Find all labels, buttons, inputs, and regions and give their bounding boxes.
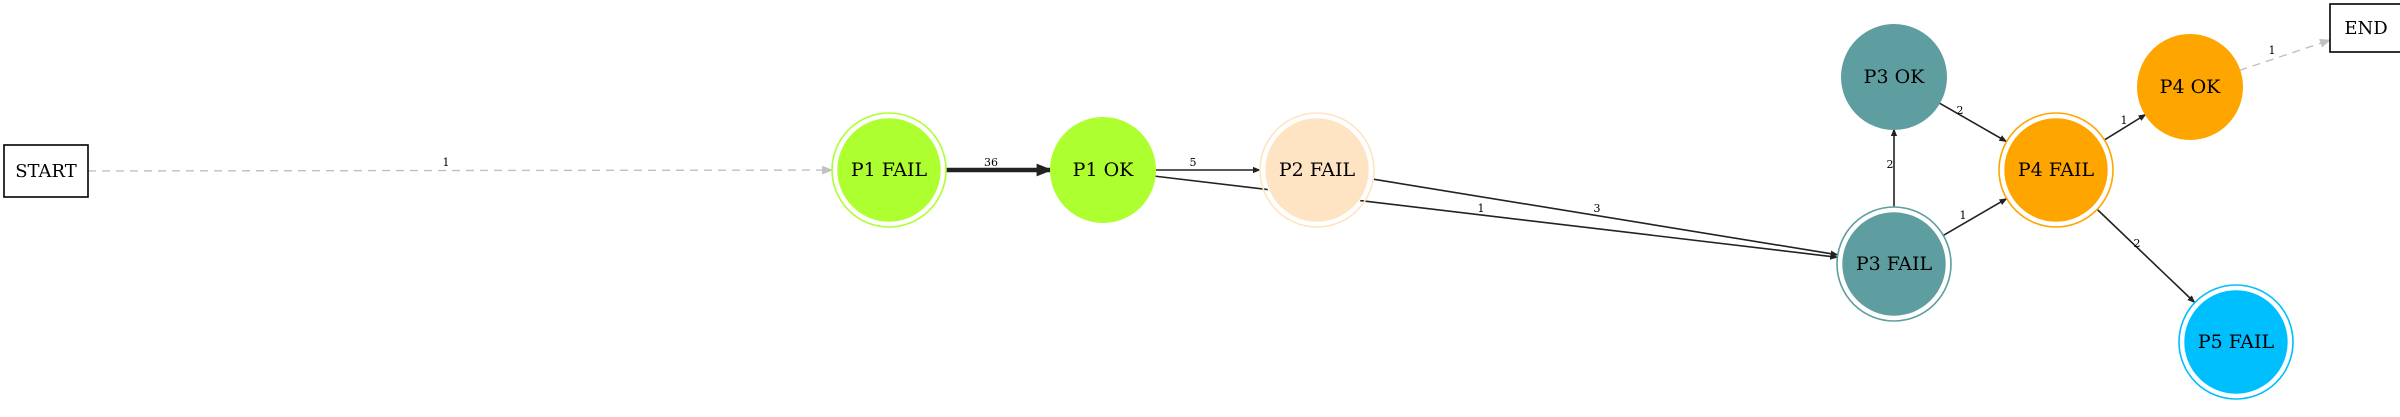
edge-label: 1 bbox=[443, 156, 450, 169]
edge-label: 1 bbox=[2269, 44, 2276, 57]
node-outer-ring bbox=[1259, 112, 1375, 228]
node-circle bbox=[1050, 117, 1156, 223]
node-inner-ring bbox=[2004, 118, 2108, 222]
edge-label: 2 bbox=[1887, 158, 1894, 171]
node-inner-ring bbox=[2184, 290, 2288, 394]
node-label: P1 OK bbox=[1073, 159, 1134, 181]
edge-line bbox=[1938, 102, 2008, 143]
edge-line bbox=[1942, 197, 2008, 237]
nodes-layer: START END P1 FAIL P1 OK P2 FAIL P3 OK P3 FAIL P… bbox=[3, 3, 2400, 400]
node-label: START bbox=[15, 161, 77, 182]
node-p1ok[interactable]: P1 OK bbox=[1050, 117, 1156, 223]
edge-line bbox=[1373, 178, 1839, 257]
node-inner-ring bbox=[1842, 212, 1946, 316]
edge-p1ok-to-p3fail: 1 bbox=[1154, 175, 1839, 260]
node-circle bbox=[1264, 117, 1370, 223]
edges-layer: 1 36 5 1 3 2 1 2 1 2 1 bbox=[87, 39, 2332, 304]
node-p3fail[interactable]: P3 FAIL bbox=[1836, 206, 1952, 322]
node-box bbox=[2329, 3, 2400, 53]
edge-label: 36 bbox=[984, 156, 998, 169]
node-label: P2 FAIL bbox=[1279, 159, 1356, 181]
node-p2fail[interactable]: P2 FAIL bbox=[1259, 112, 1375, 228]
edge-label: 3 bbox=[1594, 202, 1601, 215]
node-circle bbox=[1841, 24, 1947, 130]
edge-label: 5 bbox=[1190, 156, 1197, 169]
node-label: P5 FAIL bbox=[2198, 331, 2275, 353]
edge-label: 2 bbox=[1957, 104, 1964, 117]
node-outer-ring bbox=[2178, 284, 2294, 400]
edge-start-to-p1fail: 1 bbox=[87, 156, 834, 175]
edge-line bbox=[2104, 113, 2147, 141]
node-label: P4 OK bbox=[2160, 76, 2221, 98]
edge-line bbox=[1154, 175, 1839, 260]
edge-label: 1 bbox=[1960, 209, 1967, 222]
edge-p3fail-to-p4fail: 1 bbox=[1942, 197, 2008, 237]
edge-label: 2 bbox=[2134, 237, 2141, 250]
node-outer-ring bbox=[831, 112, 947, 228]
edge-p4ok-to-end: 1 bbox=[2239, 39, 2332, 72]
node-label: P1 FAIL bbox=[851, 159, 928, 181]
node-end[interactable]: END bbox=[2329, 3, 2400, 53]
node-label: P3 OK bbox=[1864, 66, 1925, 88]
node-p1fail[interactable]: P1 FAIL bbox=[831, 112, 947, 228]
node-p3ok[interactable]: P3 OK bbox=[1841, 24, 1947, 130]
node-circle bbox=[2137, 34, 2243, 140]
node-p5fail[interactable]: P5 FAIL bbox=[2178, 284, 2294, 400]
node-circle bbox=[1841, 211, 1947, 317]
node-p4ok[interactable]: P4 OK bbox=[2137, 34, 2243, 140]
edge-p4fail-to-p5fail: 2 bbox=[2096, 208, 2196, 304]
edge-line bbox=[2239, 39, 2332, 72]
edge-p3fail-to-p3ok: 2 bbox=[1887, 128, 1898, 207]
node-circle bbox=[2183, 289, 2289, 395]
edge-label: 1 bbox=[2121, 114, 2128, 127]
node-circle bbox=[2003, 117, 2109, 223]
node-inner-ring bbox=[837, 118, 941, 222]
edge-p1ok-to-p2fail: 5 bbox=[1155, 156, 1261, 174]
edge-p3ok-to-p4fail: 2 bbox=[1938, 102, 2008, 143]
node-circle bbox=[836, 117, 942, 223]
edge-line bbox=[87, 165, 834, 175]
edge-p4fail-to-p4ok: 1 bbox=[2104, 113, 2147, 141]
node-p4fail[interactable]: P4 FAIL bbox=[1998, 112, 2114, 228]
node-outer-ring bbox=[1998, 112, 2114, 228]
edge-line bbox=[2096, 208, 2196, 304]
edge-p1fail-to-p1ok: 36 bbox=[946, 156, 1053, 177]
node-start[interactable]: START bbox=[3, 144, 89, 198]
edge-p2fail-to-p3fail: 3 bbox=[1373, 178, 1839, 257]
edge-label: 1 bbox=[1478, 202, 1485, 215]
node-box bbox=[3, 144, 89, 198]
node-inner-ring bbox=[1265, 118, 1369, 222]
node-label: P3 FAIL bbox=[1856, 253, 1933, 275]
node-label: END bbox=[2344, 18, 2387, 39]
node-label: P4 FAIL bbox=[2018, 159, 2095, 181]
node-outer-ring bbox=[1836, 206, 1952, 322]
